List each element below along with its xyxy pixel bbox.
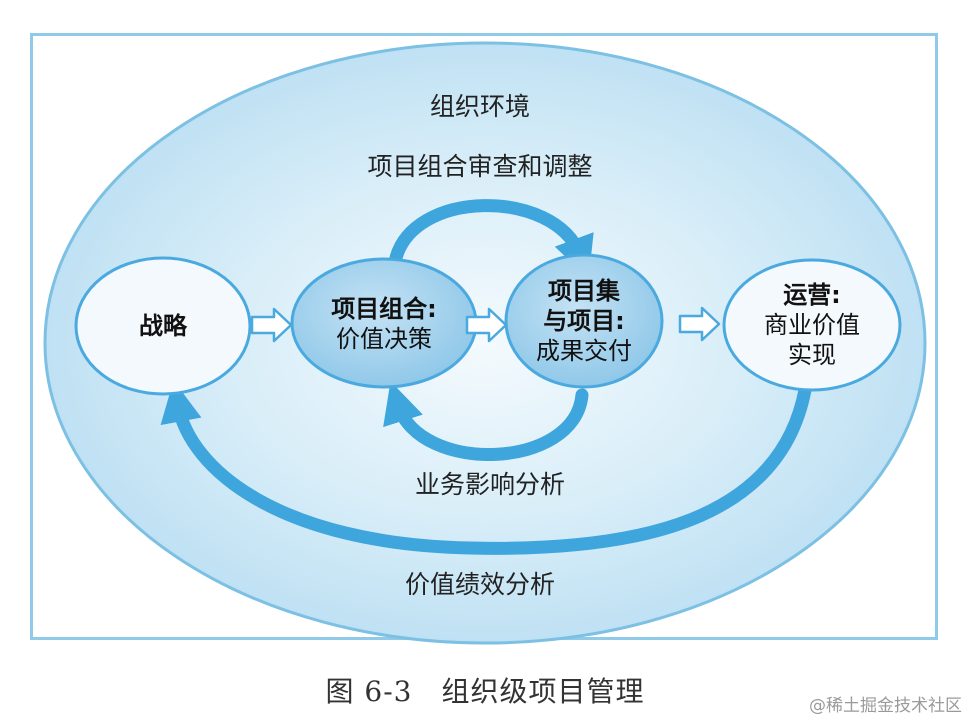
strategy-node	[74, 256, 252, 396]
connector-arrow-2	[465, 307, 508, 343]
value-performance-arc-arrow	[160, 380, 812, 555]
programs-line3: 成果交付	[536, 337, 632, 365]
environment-label: 组织环境	[429, 92, 530, 121]
operations-node	[722, 258, 902, 392]
operations-line2: 商业价值	[764, 311, 860, 339]
programs-line2: 与项目:	[543, 307, 625, 335]
programs-text: 项目集 与项目: 成果交付	[508, 272, 660, 370]
strategy-line1: 战略	[139, 312, 187, 340]
business-impact-label: 业务影响分析	[414, 470, 565, 499]
review-arc-arrow	[388, 199, 594, 279]
review-label: 项目组合审查和调整	[367, 152, 593, 181]
figure-caption: 图 6-3 组织级项目管理	[325, 675, 645, 708]
programs-line1: 项目集	[548, 277, 620, 305]
portfolio-line1: 项目组合:	[331, 295, 437, 323]
operations-line1: 运营:	[783, 281, 841, 309]
portfolio-line2: 价值决策	[336, 325, 432, 353]
operations-text: 运营: 商业价值 实现	[730, 276, 894, 374]
value-performance-label: 价值绩效分析	[404, 570, 555, 599]
strategy-text: 战略	[90, 290, 236, 362]
watermark: @稀土掘金技术社区	[809, 696, 962, 716]
programs-node	[504, 253, 664, 389]
operations-line3: 实现	[788, 341, 836, 369]
environment-ellipse	[43, 41, 927, 645]
portfolio-text: 项目组合: 价值决策	[300, 290, 468, 358]
connector-arrow-3	[678, 306, 721, 342]
business-impact-arc-arrow	[383, 381, 589, 461]
connector-arrow-1	[250, 307, 293, 343]
